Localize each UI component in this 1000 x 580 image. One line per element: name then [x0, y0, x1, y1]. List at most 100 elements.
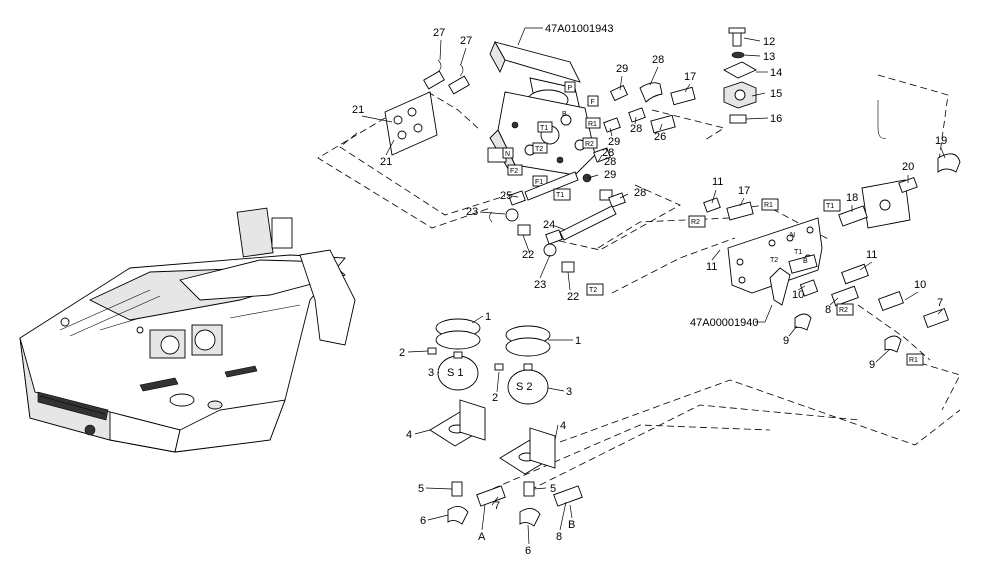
leader-line [439, 39, 442, 61]
leader-line [587, 174, 599, 179]
callout-16: 16 [770, 113, 782, 125]
fittings-17-20 [703, 100, 961, 229]
leader-line [619, 75, 623, 91]
callout-9a: 9 [783, 335, 789, 347]
leader-line [739, 197, 745, 207]
callout-11a: 11 [712, 176, 723, 188]
callout-28d: 28 [602, 147, 614, 159]
callout-20: 20 [902, 161, 914, 173]
line-tag-r1-a: R1 [764, 202, 773, 209]
callout-22b: 22 [567, 291, 579, 303]
accumulator-s2 [427, 325, 583, 527]
leader-line [361, 115, 393, 123]
leader-line [496, 371, 500, 393]
part-number-valve: 47A01001943 [545, 23, 614, 35]
right-fittings [794, 263, 949, 353]
leader-line [940, 147, 946, 159]
line-tag-t1-a: T1 [556, 192, 564, 199]
manifold-plate [727, 217, 823, 306]
valve-tag-n: N [505, 151, 510, 158]
accumulator-s1 [429, 318, 506, 525]
valve-tag-t2: T2 [535, 146, 543, 153]
bracket-21-assembly [384, 59, 470, 156]
callout-21b: 21 [380, 156, 392, 168]
callout-21a: 21 [352, 104, 364, 116]
leader-line [751, 92, 766, 97]
line-tag-r2-a: R2 [691, 219, 700, 226]
callout-23b: 23 [534, 279, 546, 291]
accumulator-label-s2: S 2 [516, 381, 533, 393]
valve-port-tags: P F T1 R1 R2 T2 N F1 F2 B [502, 81, 601, 187]
line-tag-r2-b: R2 [839, 307, 848, 314]
leader-line [539, 254, 551, 279]
leader-line [479, 211, 506, 215]
callout-14: 14 [770, 67, 782, 79]
valve-tag-f1: F1 [535, 179, 543, 186]
callout-7b: 7 [494, 500, 500, 512]
callout-2b: 2 [492, 392, 498, 404]
port-letter-b: B [568, 519, 575, 531]
leader-line [511, 195, 519, 198]
callout-28b: 28 [630, 123, 642, 135]
callout-13: 13 [763, 51, 775, 63]
plate-mark-b: B [803, 258, 808, 265]
callout-26: 26 [654, 131, 666, 143]
line-tag-box [553, 188, 571, 201]
callout-28c: 28 [604, 156, 616, 168]
line-tag-r1-b: R1 [909, 357, 918, 364]
line-tag-box [586, 283, 604, 296]
leader-line [385, 139, 395, 156]
line-tag-box [688, 215, 706, 228]
callout-17a: 17 [684, 71, 696, 83]
callout-11b: 11 [706, 261, 717, 273]
callout-27b: 27 [460, 35, 472, 47]
leader-lines [361, 37, 946, 545]
callout-10b: 10 [914, 279, 926, 291]
callout-3b: 3 [566, 386, 572, 398]
callout-1a: 1 [485, 311, 491, 323]
leader-line [414, 429, 431, 435]
callout-25: 25 [500, 190, 512, 202]
callout-29a: 29 [616, 63, 628, 75]
line-tag-t1-b: T1 [826, 203, 834, 210]
leader-line [829, 297, 839, 306]
callout-19: 19 [935, 135, 947, 147]
line-tag-box [761, 198, 779, 211]
valve-tag-f2: F2 [510, 168, 518, 175]
leader-line [788, 325, 798, 337]
port-letter-a: A [478, 531, 486, 543]
accumulator-label-s1: S 1 [447, 367, 464, 379]
leader-line [904, 291, 919, 301]
leader-line [609, 127, 613, 137]
plate-mark-n: N [790, 232, 795, 239]
leader-line [491, 496, 499, 506]
valve-tag-f: F [591, 99, 595, 106]
leader-line [554, 424, 559, 441]
leader-line [407, 350, 429, 353]
callout-2a: 2 [399, 347, 405, 359]
callout-12: 12 [763, 36, 775, 48]
leader-line [684, 83, 691, 93]
leader-line [554, 225, 566, 231]
hose-route-lines [317, 74, 961, 494]
valve-tag-p: P [568, 85, 573, 92]
leader-line [533, 487, 547, 490]
leader-line [425, 487, 453, 490]
callout-6a: 6 [420, 515, 426, 527]
callout-10a: 10 [792, 289, 804, 301]
callout-27a: 27 [433, 27, 445, 39]
leader-line [559, 501, 567, 531]
valve-tag-r2: R2 [585, 141, 594, 148]
line-tag-t2-a: T2 [589, 287, 597, 294]
callout-number-group: 2727212129281726282928292828252324222223… [352, 27, 947, 557]
callout-29c: 29 [604, 169, 616, 181]
leader-line [745, 117, 769, 120]
callout-28e: 28 [634, 187, 646, 199]
callout-15: 15 [770, 88, 782, 100]
callout-3a: 3 [428, 367, 434, 379]
leader-line [547, 387, 565, 392]
leader-line [937, 309, 943, 315]
part-number-manifold: 47A00001940 [690, 317, 759, 329]
